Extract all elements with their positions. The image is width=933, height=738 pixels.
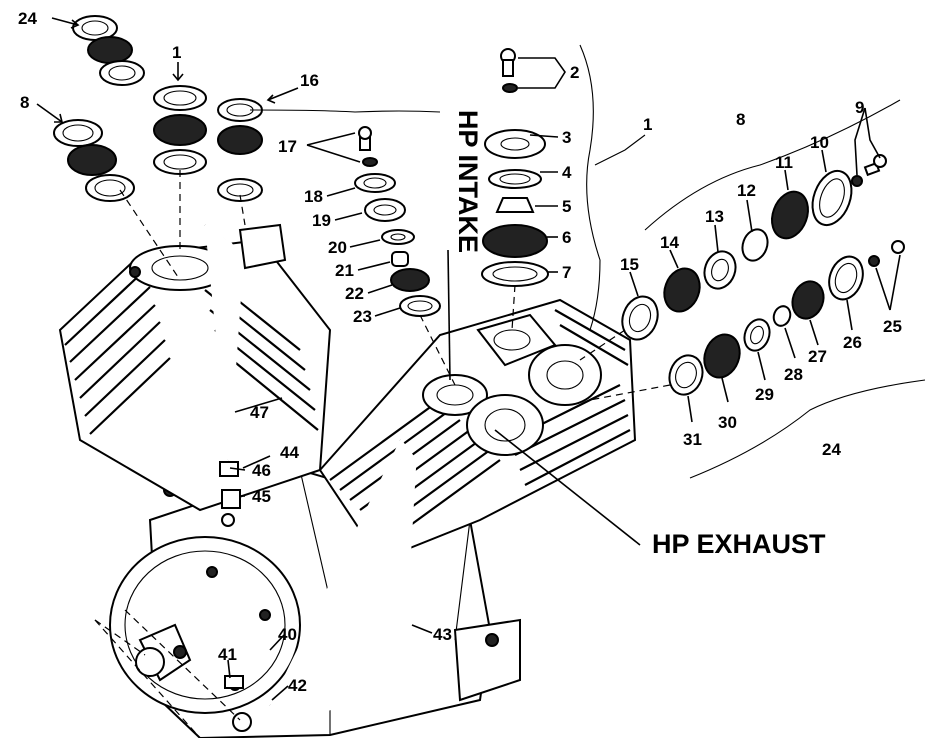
group-brackets (249, 44, 926, 479)
valve-stack-24-top (72, 15, 145, 86)
callout-22: 22 (345, 284, 364, 303)
callout-5: 5 (562, 197, 571, 216)
callout-6: 6 (562, 228, 571, 247)
callout-18: 18 (304, 187, 323, 206)
callout-9: 9 (855, 98, 864, 117)
valve-stack-8-left (53, 119, 135, 202)
callout-25: 25 (883, 317, 902, 336)
callout-8-right: 8 (736, 110, 745, 129)
callout-numbers: 24 8 1 16 17 18 19 20 21 22 23 2 3 4 5 6… (18, 9, 902, 695)
callout-28: 28 (784, 365, 803, 384)
hp-intake-label: HP INTAKE (453, 110, 483, 253)
callout-1-right: 1 (643, 115, 652, 134)
callout-16: 16 (300, 71, 319, 90)
callout-1-top: 1 (172, 43, 181, 62)
lp-cylinder (58, 223, 332, 512)
callout-45: 45 (252, 487, 271, 506)
callout-29: 29 (755, 385, 774, 404)
callout-44: 44 (280, 443, 299, 462)
alignment-lines (94, 170, 671, 738)
valve-stack-1 (153, 85, 207, 175)
callout-7: 7 (562, 263, 571, 282)
callout-43: 43 (433, 625, 452, 644)
callout-14: 14 (660, 233, 679, 252)
callout-24-bottom: 24 (822, 440, 841, 459)
valve-stack-16 (217, 98, 263, 202)
leader-lines (36, 17, 901, 701)
callout-13: 13 (705, 207, 724, 226)
valve-parts-17-23 (354, 126, 441, 317)
callout-30: 30 (718, 413, 737, 432)
callout-47: 47 (250, 403, 269, 422)
callout-11: 11 (775, 153, 793, 172)
callout-21: 21 (335, 261, 354, 280)
callout-46: 46 (252, 461, 271, 480)
callout-40: 40 (278, 625, 297, 644)
callout-19: 19 (312, 211, 331, 230)
callout-26: 26 (843, 333, 862, 352)
callout-27: 27 (808, 347, 827, 366)
callout-2: 2 (570, 63, 579, 82)
tubing (204, 223, 417, 732)
valve-parts-2-7 (481, 48, 549, 287)
valve-parts-9-15 (621, 154, 887, 341)
hp-exhaust-label: HP EXHAUST (652, 529, 826, 559)
callout-15: 15 (620, 255, 639, 274)
callout-10: 10 (810, 133, 829, 152)
callout-12: 12 (737, 181, 756, 200)
callout-42: 42 (288, 676, 307, 695)
callout-3: 3 (562, 128, 571, 147)
callout-41: 41 (218, 645, 237, 664)
callout-31: 31 (683, 430, 702, 449)
callout-8-left: 8 (20, 93, 29, 112)
callout-20: 20 (328, 238, 347, 257)
callout-17: 17 (278, 137, 297, 156)
callout-4: 4 (562, 163, 572, 182)
callout-24-top: 24 (18, 9, 37, 28)
motor-end-cover (109, 536, 301, 714)
callout-23: 23 (353, 307, 372, 326)
valve-parts-25-31 (668, 240, 905, 396)
